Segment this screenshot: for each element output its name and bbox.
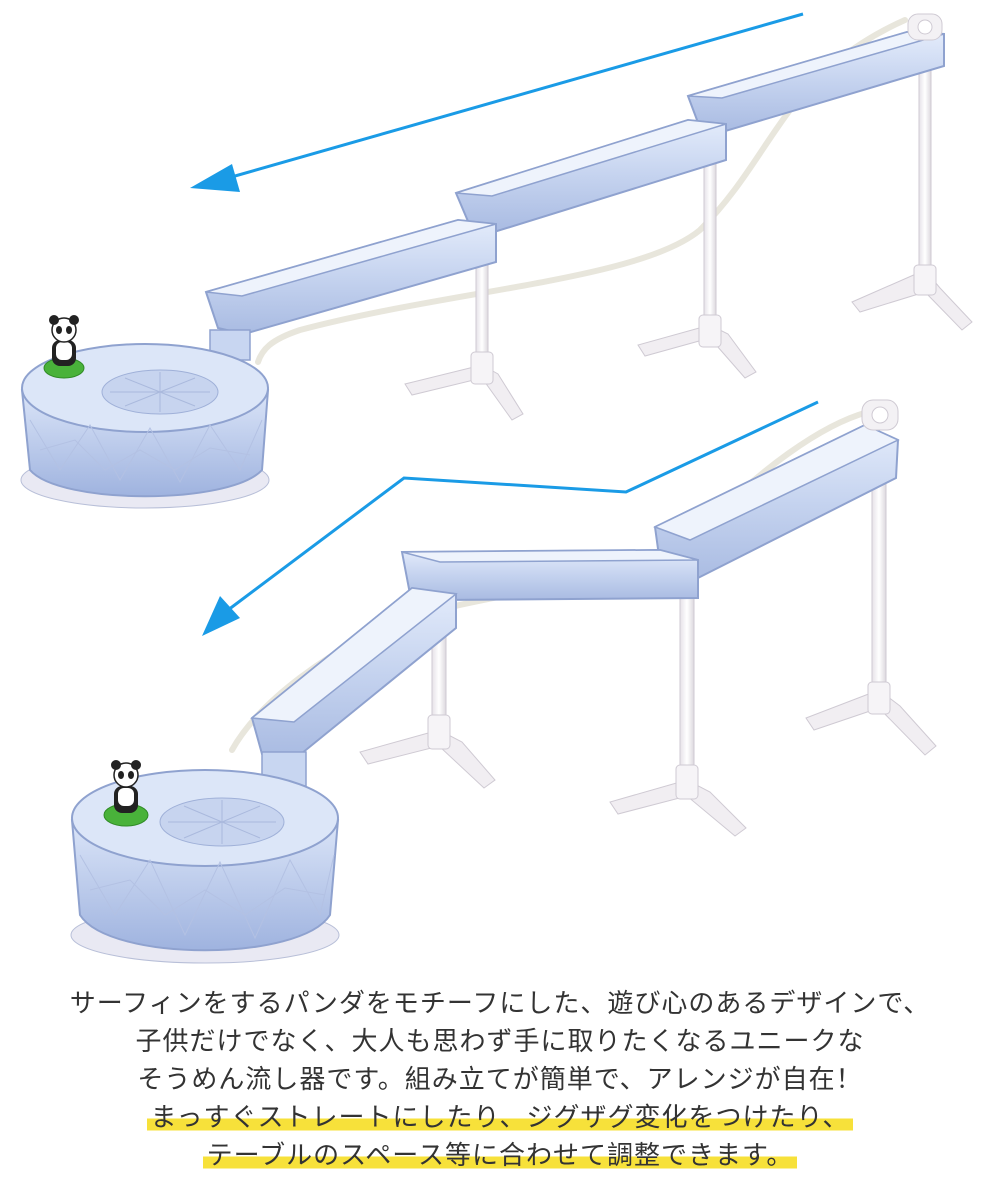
description-line: そうめん流し器です。組み立てが簡単で、アレンジが自在！ [137, 1065, 863, 1095]
bowl [70, 769, 340, 964]
panda-icon [43, 315, 85, 379]
highlighted-line: まっすぐストレートにしたり、ジグザグ変化をつけたり、 [146, 1103, 854, 1133]
description-line: サーフィンをするパンダをモチーフにした、遊び心のあるデザインで、 [69, 989, 931, 1019]
arrow-icon [202, 400, 819, 636]
water-spout [861, 399, 899, 431]
zigzag-setup [70, 399, 937, 964]
chute-segment [400, 548, 699, 602]
highlighted-line: テーブルのスペース等に合わせて調整できます。 [202, 1141, 798, 1171]
chute-segment [250, 586, 458, 760]
stand [851, 61, 973, 331]
product-description: サーフィンをするパンダをモチーフにした、遊び心のあるデザインで、 子供だけでなく… [0, 985, 1000, 1175]
bowl [20, 343, 270, 509]
stand [609, 594, 747, 837]
product-illustration [20, 12, 973, 964]
chute-segment [454, 118, 727, 234]
arrow-icon [190, 12, 804, 192]
panda-icon [103, 760, 149, 827]
water-spout [907, 13, 943, 41]
straight-setup [20, 12, 973, 509]
description-line: 子供だけでなく、大人も思わず手に取りたくなるユニークな [135, 1027, 865, 1057]
chute-segment [686, 30, 945, 134]
stand [359, 614, 496, 789]
stand [404, 249, 524, 421]
stand [805, 454, 937, 756]
stand [637, 159, 757, 379]
chute-segment [204, 218, 497, 336]
